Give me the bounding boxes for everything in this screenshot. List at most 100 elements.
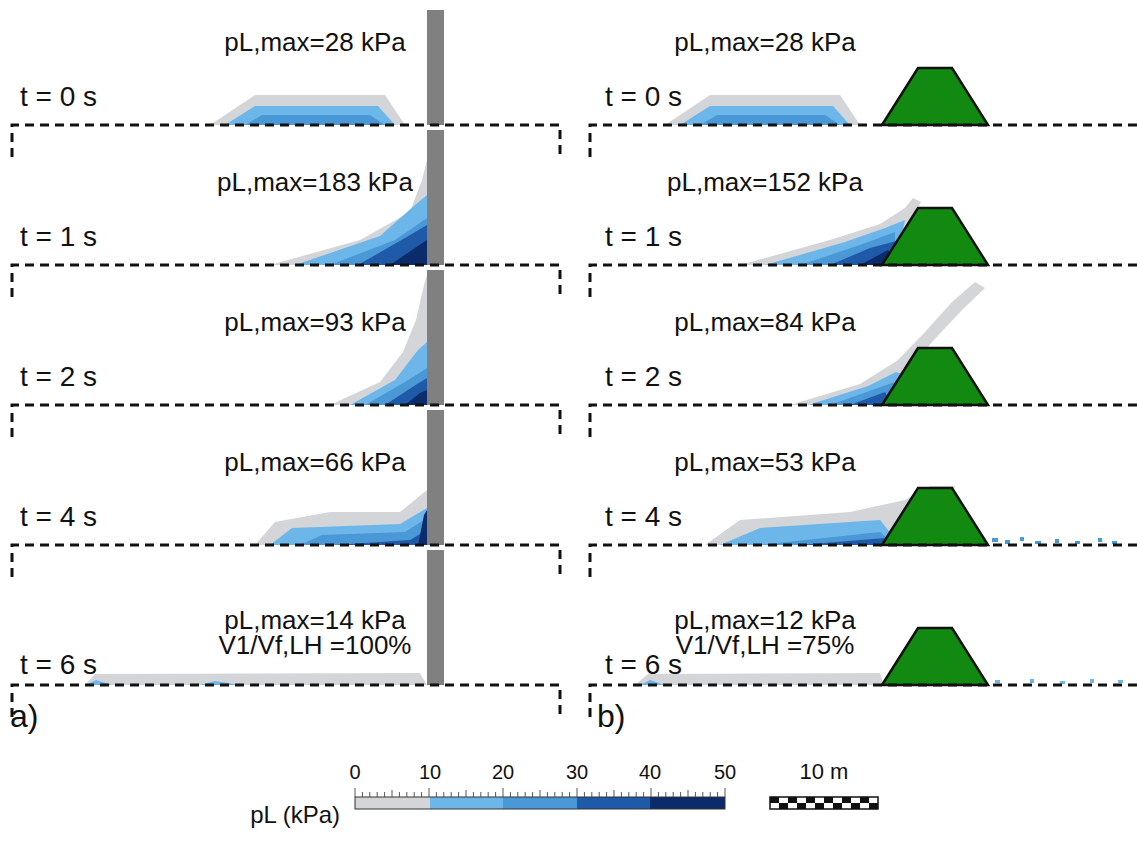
peak-pressure: pL,max=84 kPa <box>674 309 855 335</box>
scale-square <box>869 797 878 803</box>
scale-tick <box>392 790 393 797</box>
scale-tick <box>599 792 600 797</box>
scale-tick <box>377 792 378 797</box>
scale-tick <box>614 790 615 797</box>
scale-square <box>869 803 878 809</box>
time-label: t = 6 s <box>605 651 682 679</box>
peak-pressure: pL,max=66 kPa <box>224 449 405 475</box>
peak-pressure: pL,max=28 kPa <box>674 29 855 55</box>
scale-tick <box>584 792 585 797</box>
scale-tick <box>680 792 681 797</box>
scale-tick <box>540 790 541 797</box>
scale-square <box>770 797 779 803</box>
panel-letter: a) <box>10 700 38 732</box>
panel-a-t0 <box>12 10 560 157</box>
scale-tick <box>436 792 437 797</box>
scale-tick <box>414 792 415 797</box>
scale-tick <box>695 792 696 797</box>
scale-title: pL (kPa) <box>250 803 340 827</box>
scale-tick <box>421 792 422 797</box>
panel-a-t2 <box>12 270 560 437</box>
scale-square <box>824 797 833 803</box>
scale-tick <box>554 792 555 797</box>
scale-tick <box>621 792 622 797</box>
panel-a-t4 <box>12 410 560 577</box>
scale-value: 50 <box>714 762 736 782</box>
time-label: t = 0 s <box>605 83 682 111</box>
scale-square <box>842 803 851 809</box>
scale-tick <box>643 792 644 797</box>
panel-b-t6 <box>590 628 1137 717</box>
scale-tick <box>384 792 385 797</box>
scale-square <box>779 797 788 803</box>
scale-square <box>851 797 860 803</box>
scale-tick <box>458 792 459 797</box>
scale-tick <box>606 792 607 797</box>
scale-tick <box>355 788 356 797</box>
scale-tick <box>569 792 570 797</box>
scale-square <box>770 803 779 809</box>
scale-tick <box>488 792 489 797</box>
time-label: t = 6 s <box>20 651 97 679</box>
scale-tick <box>369 792 370 797</box>
scale-square <box>833 797 842 803</box>
scale-tick <box>362 792 363 797</box>
panel-a-t1 <box>12 130 560 297</box>
scale-square <box>779 803 788 809</box>
scale-tick <box>547 792 548 797</box>
scale-length: 10 m <box>800 761 849 783</box>
color-bar <box>355 788 725 809</box>
peak-pressure: pL,max=93 kPa <box>224 309 405 335</box>
volume-ratio: V1/Vf,LH =100% <box>219 632 412 658</box>
scale-tick <box>688 790 689 797</box>
scale-tick <box>495 792 496 797</box>
scale-tick <box>591 792 592 797</box>
scale-tick <box>517 792 518 797</box>
scale-tick <box>480 792 481 797</box>
scale-tick <box>577 788 578 797</box>
scale-tick <box>673 792 674 797</box>
scale-tick <box>725 788 726 797</box>
peak-pressure: pL,max=12 kPa <box>674 607 855 633</box>
panel-a-t6 <box>12 550 560 717</box>
scale-square <box>806 803 815 809</box>
scale-tick <box>665 792 666 797</box>
panel-b-t2 <box>590 282 1137 437</box>
time-label: t = 4 s <box>20 503 97 531</box>
peak-pressure: pL,max=53 kPa <box>674 449 855 475</box>
time-label: t = 0 s <box>20 83 97 111</box>
scale-square <box>815 803 824 809</box>
scale-tick <box>406 792 407 797</box>
scale-tick <box>503 788 504 797</box>
scale-tick <box>451 792 452 797</box>
scale-tick <box>562 792 563 797</box>
scale-square <box>842 797 851 803</box>
scale-bar <box>770 797 878 809</box>
panel-b-t1 <box>590 198 1137 297</box>
time-label: t = 2 s <box>605 363 682 391</box>
scale-square <box>815 797 824 803</box>
scale-tick <box>651 788 652 797</box>
scale-value: 40 <box>639 762 661 782</box>
panel-b-t0 <box>590 68 1137 157</box>
scale-square <box>851 803 860 809</box>
scale-value: 20 <box>492 762 514 782</box>
scale-tick <box>429 788 430 797</box>
peak-pressure: pL,max=14 kPa <box>224 607 405 633</box>
scale-value: 30 <box>566 762 588 782</box>
scale-square <box>797 803 806 809</box>
scale-value: 10 <box>419 762 441 782</box>
scale-square <box>788 803 797 809</box>
scale-tick <box>658 792 659 797</box>
scale-square <box>788 797 797 803</box>
panel-letter: b) <box>597 700 625 732</box>
scale-square <box>806 797 815 803</box>
scale-tick <box>443 792 444 797</box>
scale-tick <box>466 790 467 797</box>
peak-pressure: pL,max=183 kPa <box>217 169 413 195</box>
scale-square <box>860 803 869 809</box>
scale-tick <box>628 792 629 797</box>
time-label: t = 4 s <box>605 503 682 531</box>
scale-tick <box>636 792 637 797</box>
